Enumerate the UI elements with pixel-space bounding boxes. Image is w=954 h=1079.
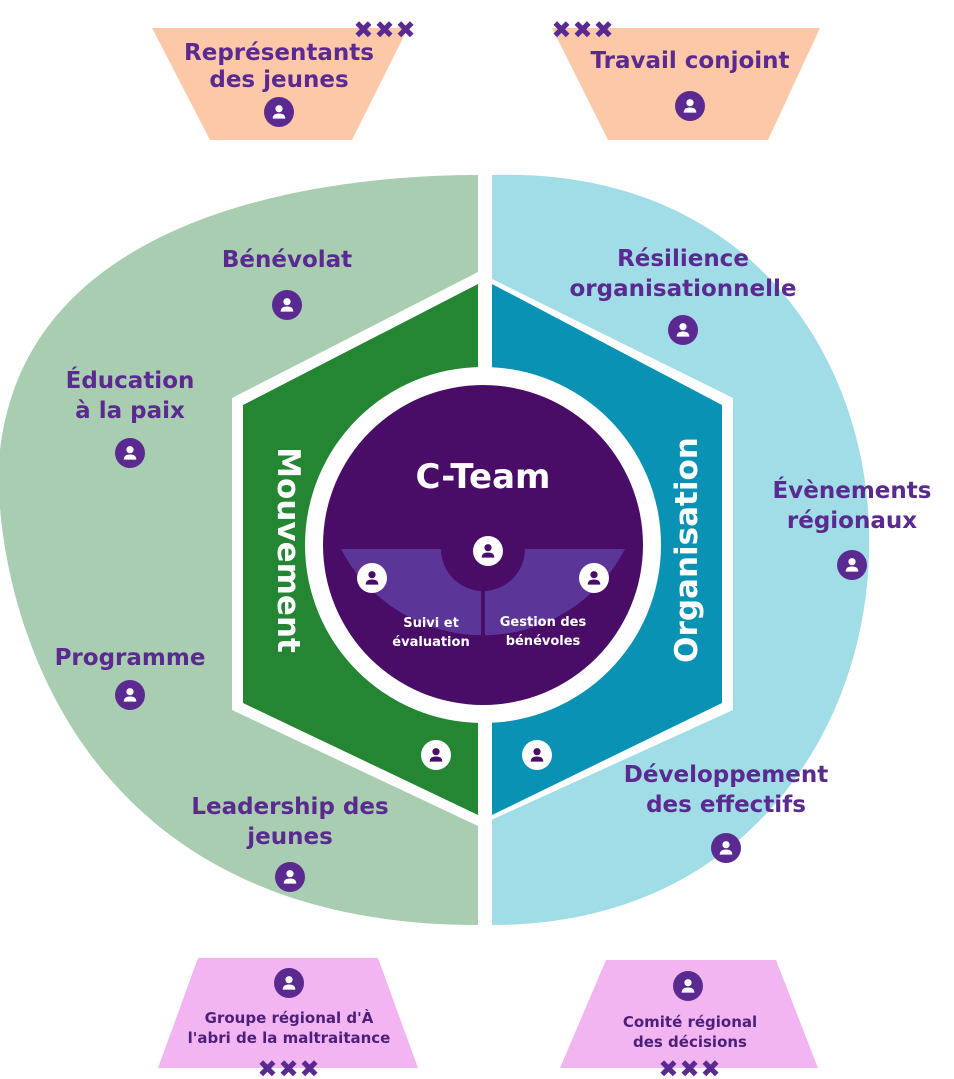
top-left-person-icon xyxy=(264,97,294,127)
movement-item-4-line-1: Leadership des xyxy=(191,794,388,820)
core-left-label-line-2: évaluation xyxy=(392,635,469,650)
bottom-right-marks: ✖✖✖ xyxy=(658,1055,721,1079)
movement-item-2-line-2: à la paix xyxy=(75,398,185,424)
organisation-item-1-line-2: organisationnelle xyxy=(570,276,797,302)
core-right-person-icon xyxy=(579,563,609,593)
organisation-title: Organisation xyxy=(669,437,705,663)
bottom-left-trapezoid xyxy=(158,958,418,1068)
movement-item-4-line-2: jeunes xyxy=(246,824,333,850)
core-person-icon xyxy=(473,536,503,566)
core-title: C-Team xyxy=(416,457,551,497)
top-left-trapezoid xyxy=(152,28,408,140)
bottom-left-label-line-2: l'abri de la maltraitance xyxy=(188,1029,391,1047)
bottom-left-marks: ✖✖✖ xyxy=(257,1055,320,1079)
movement-hex-person-icon xyxy=(421,740,451,770)
movement-item-1-line-1: Bénévolat xyxy=(222,247,352,273)
movement-title: Mouvement xyxy=(270,447,306,653)
bottom-right-person-icon xyxy=(673,971,703,1001)
organisation-item-2-line-1: Évènements xyxy=(773,476,932,504)
top-left-label-line-1: Représentants xyxy=(184,40,374,66)
bottom-left-label-line-1: Groupe régional d'À xyxy=(205,1008,374,1027)
movement-item-2-person-icon xyxy=(115,438,145,468)
movement-item-4-person-icon xyxy=(275,862,305,892)
bottom-right-trapezoid xyxy=(560,960,818,1068)
organisation-item-1-line-1: Résilience xyxy=(617,246,749,272)
movement-item-1-person-icon xyxy=(272,290,302,320)
top-left-marks: ✖✖✖ xyxy=(353,16,416,44)
bottom-left-person-icon xyxy=(274,968,304,998)
organisation-hex-person-icon xyxy=(522,740,552,770)
core-right-label-line-2: bénévoles xyxy=(506,634,581,649)
core-left-person-icon xyxy=(357,563,387,593)
organisation-item-3-line-1: Développement xyxy=(624,762,828,788)
organisation-item-3-line-2: des effectifs xyxy=(646,792,806,818)
bottom-right-label-line-1: Comité régional xyxy=(623,1013,757,1031)
top-right-label-line-1: Travail conjoint xyxy=(590,48,789,74)
core-left-label-line-1: Suivi et xyxy=(403,616,459,631)
organisation-item-2-person-icon xyxy=(837,550,867,580)
organisation-item-1-person-icon xyxy=(668,315,698,345)
organisation-item-3-person-icon xyxy=(711,833,741,863)
top-right-trapezoid xyxy=(552,28,820,140)
organisation-item-2-line-2: régionaux xyxy=(787,508,917,534)
movement-item-2-line-1: Éducation xyxy=(66,366,195,394)
top-right-person-icon xyxy=(675,91,705,121)
movement-item-3-line-1: Programme xyxy=(55,645,206,671)
movement-item-3-person-icon xyxy=(115,680,145,710)
top-left-label-line-2: des jeunes xyxy=(209,67,348,93)
core-right-label-line-1: Gestion des xyxy=(500,615,587,630)
bottom-right-label-line-2: des décisions xyxy=(633,1033,747,1051)
top-right-marks: ✖✖✖ xyxy=(551,16,614,44)
